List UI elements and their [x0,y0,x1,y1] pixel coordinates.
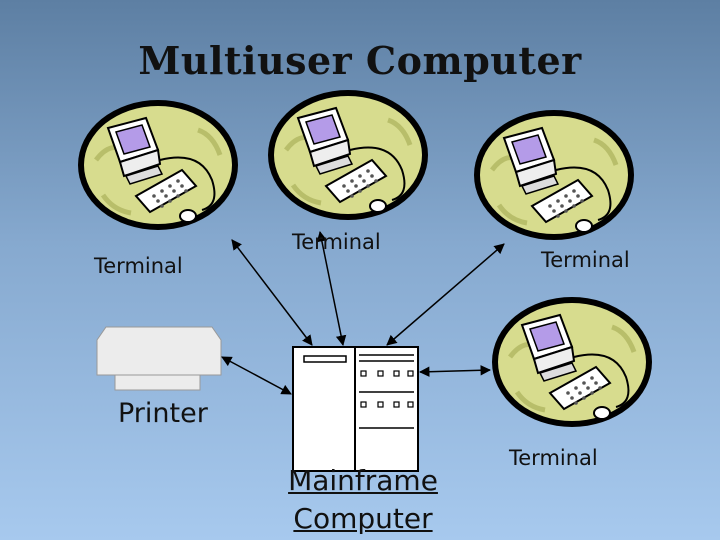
terminal-middle-label: Terminal [292,230,381,254]
terminal-icon [78,100,238,230]
arrow-terminal-right [386,243,505,346]
mainframe-label-line2: Computer [293,502,433,535]
mainframe-label: Mainframe Computer [272,462,454,538]
mainframe-label-line1: Mainframe [288,464,438,497]
terminal-right-label: Terminal [541,248,630,272]
printer-label: Printer [118,398,208,429]
arrow-terminal-left [231,239,313,346]
arrow-printer [221,356,292,395]
mainframe-icon [292,346,419,472]
diagram-title: Multiuser Computer [138,38,582,83]
terminal-lower-right-label: Terminal [509,446,598,470]
terminal-left-label: Terminal [94,254,183,278]
terminal-icon [474,110,634,240]
terminal-icon [268,90,428,220]
arrow-terminal-middle [316,230,347,347]
printer-icon [96,326,222,391]
arrow-terminal-lower-right [418,365,492,377]
terminal-icon [492,297,652,427]
connector-arrows [221,230,505,395]
